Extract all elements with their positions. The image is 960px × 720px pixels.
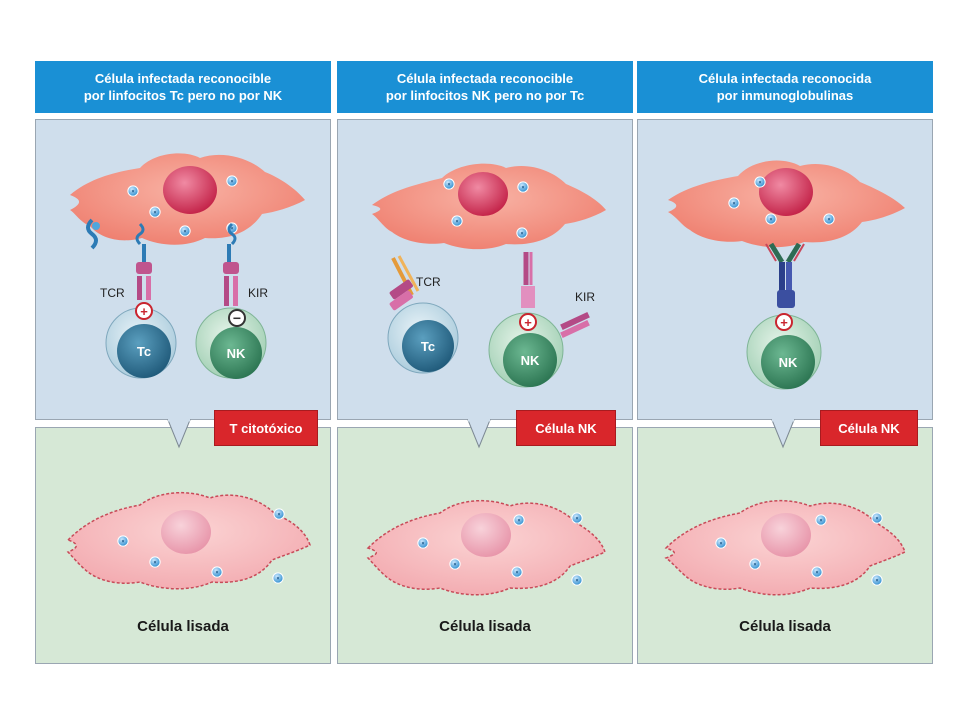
panel-3-effector-tag: Célula NK: [820, 410, 918, 446]
panel-3-nucleus: [759, 168, 813, 216]
panel-1-kir-label: KIR: [248, 286, 268, 300]
panel-1-arrow-notch: [167, 418, 191, 449]
virus-particle-icon: [871, 512, 883, 524]
virus-particle-icon: [765, 213, 777, 225]
virus-particle-icon: [728, 197, 740, 209]
panel-1-result-label: Célula lisada: [137, 618, 229, 635]
virus-particle-icon: [571, 512, 583, 524]
panel-2-header: Célula infectada reconocible por linfocit…: [337, 61, 633, 113]
panel-3-antibody: [765, 242, 805, 308]
panel-3-header-line-1: Célula infectada reconocida: [698, 71, 872, 86]
virus-particle-icon: [226, 175, 238, 187]
svg-text:+: +: [524, 315, 532, 330]
virus-particle-icon: [117, 535, 129, 547]
panel-2-header-line-1: Célula infectada reconocible: [396, 71, 574, 86]
virus-particle-icon: [815, 514, 827, 526]
activation-plus-icon: +: [775, 313, 793, 331]
panel-1-tc-label: Tc: [137, 344, 151, 359]
panel-2-kir-receptor: [560, 311, 590, 339]
virus-particle-icon: [127, 185, 139, 197]
panel-2-tc-label: Tc: [421, 339, 435, 354]
panel-1-header-line-2: por linfocitos Tc pero no por NK: [83, 88, 283, 103]
virus-particle-icon: [571, 574, 583, 586]
panel-1-lysed-cell: [66, 491, 311, 590]
panel-3-result-label: Célula lisada: [739, 618, 831, 635]
panel-2-nk-cell: NK: [488, 312, 564, 388]
virus-particle-icon: [273, 508, 285, 520]
panel-1-infected-cell: [70, 153, 305, 245]
panel-3-header-line-2: por inmunoglobulinas: [716, 88, 854, 103]
panel-1-mhc-molecule-free: [86, 218, 100, 250]
panel-2-infected-cell: [372, 163, 606, 250]
inhibition-minus-icon: −: [228, 309, 246, 327]
panel-2-header-line-2: por linfocitos NK pero no por Tc: [385, 88, 585, 103]
panel-3-lysed-cell: [664, 499, 906, 596]
virus-particle-icon: [179, 225, 191, 237]
virus-particle-icon: [417, 537, 429, 549]
virus-particle-icon: [272, 572, 284, 584]
panel-3-nk-cell: NK: [746, 314, 822, 390]
panel-3-infected-cell: [668, 160, 905, 248]
panel-1-tc-cell: Tc: [105, 307, 177, 379]
panel-1-header-line-1: Célula infectada reconocible: [94, 71, 272, 86]
panel-3-arrow-notch: [771, 418, 795, 449]
virus-particle-icon: [211, 566, 223, 578]
activation-plus-icon: +: [135, 302, 153, 320]
panel-2-kir-label: KIR: [575, 290, 595, 304]
virus-particle-icon: [516, 227, 528, 239]
panel-1-effector-tag: T citotóxico: [214, 410, 318, 446]
panel-2-activating-receptor: [521, 252, 535, 308]
panel-2-nucleus: [458, 172, 508, 216]
virus-particle-icon: [715, 537, 727, 549]
panel-2-tc-cell: Tc: [387, 302, 459, 374]
panel-2-tcr-label: TCR: [416, 275, 441, 289]
panel-2-lysed-cell: [366, 499, 606, 596]
panel-2-arrow-notch: [467, 418, 491, 449]
panel-3-header: Célula infectada reconocida por inmunoglo…: [637, 61, 933, 113]
virus-particle-icon: [149, 556, 161, 568]
svg-text:−: −: [233, 310, 241, 326]
svg-text:+: +: [780, 315, 788, 330]
panel-2-tcr-complex: [389, 255, 420, 311]
virus-particle-icon: [511, 566, 523, 578]
virus-particle-icon: [871, 574, 883, 586]
virus-particle-icon: [811, 566, 823, 578]
virus-particle-icon: [513, 514, 525, 526]
panel-2-result-label: Célula lisada: [439, 618, 531, 635]
panel-1-nucleus: [163, 166, 217, 214]
virus-particle-icon: [443, 178, 455, 190]
virus-particle-icon: [449, 558, 461, 570]
panel-1-nk-label: NK: [227, 346, 246, 361]
virus-particle-icon: [823, 213, 835, 225]
virus-particle-icon: [517, 181, 529, 193]
panel-1-header: Célula infectada reconocible por linfocit…: [35, 61, 331, 113]
panel-1-nk-cell: NK: [195, 307, 267, 379]
activation-plus-icon: +: [519, 313, 537, 331]
panel-3-nk-label: NK: [779, 355, 798, 370]
panel-1-tcr-label: TCR: [100, 286, 125, 300]
panel-1-tcr-complex: [135, 222, 152, 300]
virus-particle-icon: [451, 215, 463, 227]
virus-particle-icon: [754, 176, 766, 188]
panel-1-kir-complex: [223, 222, 239, 306]
virus-particle-icon: [149, 206, 161, 218]
panel-2-effector-tag: Célula NK: [516, 410, 616, 446]
svg-text:+: +: [140, 304, 148, 319]
virus-particle-icon: [749, 558, 761, 570]
panel-2-nk-label: NK: [521, 353, 540, 368]
